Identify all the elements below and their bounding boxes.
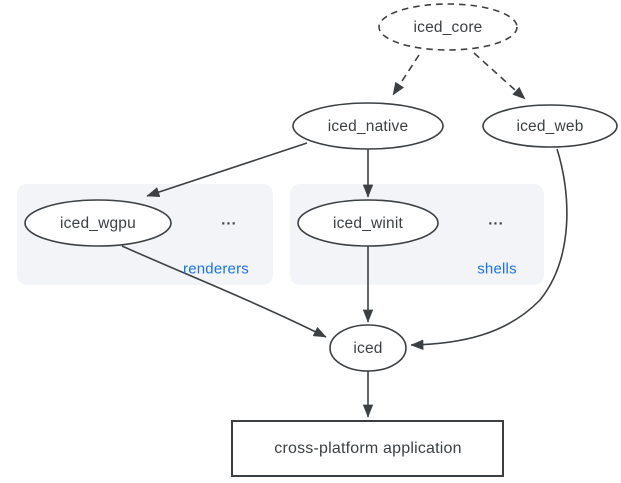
node-iced-web-label: iced_web	[516, 118, 584, 135]
node-iced-shape	[329, 324, 407, 372]
node-iced-winit-shape	[297, 199, 439, 247]
node-iced-wgpu-label: iced_wgpu	[60, 215, 136, 232]
node-iced-winit-label: iced_winit	[332, 215, 404, 232]
edge-iced_core-iced_web	[473, 52, 526, 100]
node-iced-label: iced	[353, 340, 383, 357]
group-renderers-ellipsis: ...	[221, 211, 237, 229]
node-iced-native-label: iced_native	[327, 118, 409, 135]
edge-iced_web-iced	[410, 148, 568, 350]
group-shells-label: shells	[477, 260, 517, 278]
node-iced-native-shape	[292, 102, 444, 150]
group-shells-ellipsis: ...	[488, 211, 504, 229]
edge-iced_wgpu-iced	[121, 245, 327, 338]
edge-iced_core-iced_native	[392, 54, 420, 96]
edge-iced_native-iced_wgpu	[146, 142, 308, 198]
group-renderers-label: renderers	[183, 260, 249, 278]
node-app-shape	[231, 420, 504, 477]
node-app-label: cross-platform application	[274, 440, 462, 457]
node-iced-core-shape	[378, 3, 518, 51]
node-iced-wgpu-shape	[24, 199, 172, 247]
node-iced-core-label: iced_core	[413, 19, 483, 36]
node-iced-web-shape	[482, 104, 618, 148]
